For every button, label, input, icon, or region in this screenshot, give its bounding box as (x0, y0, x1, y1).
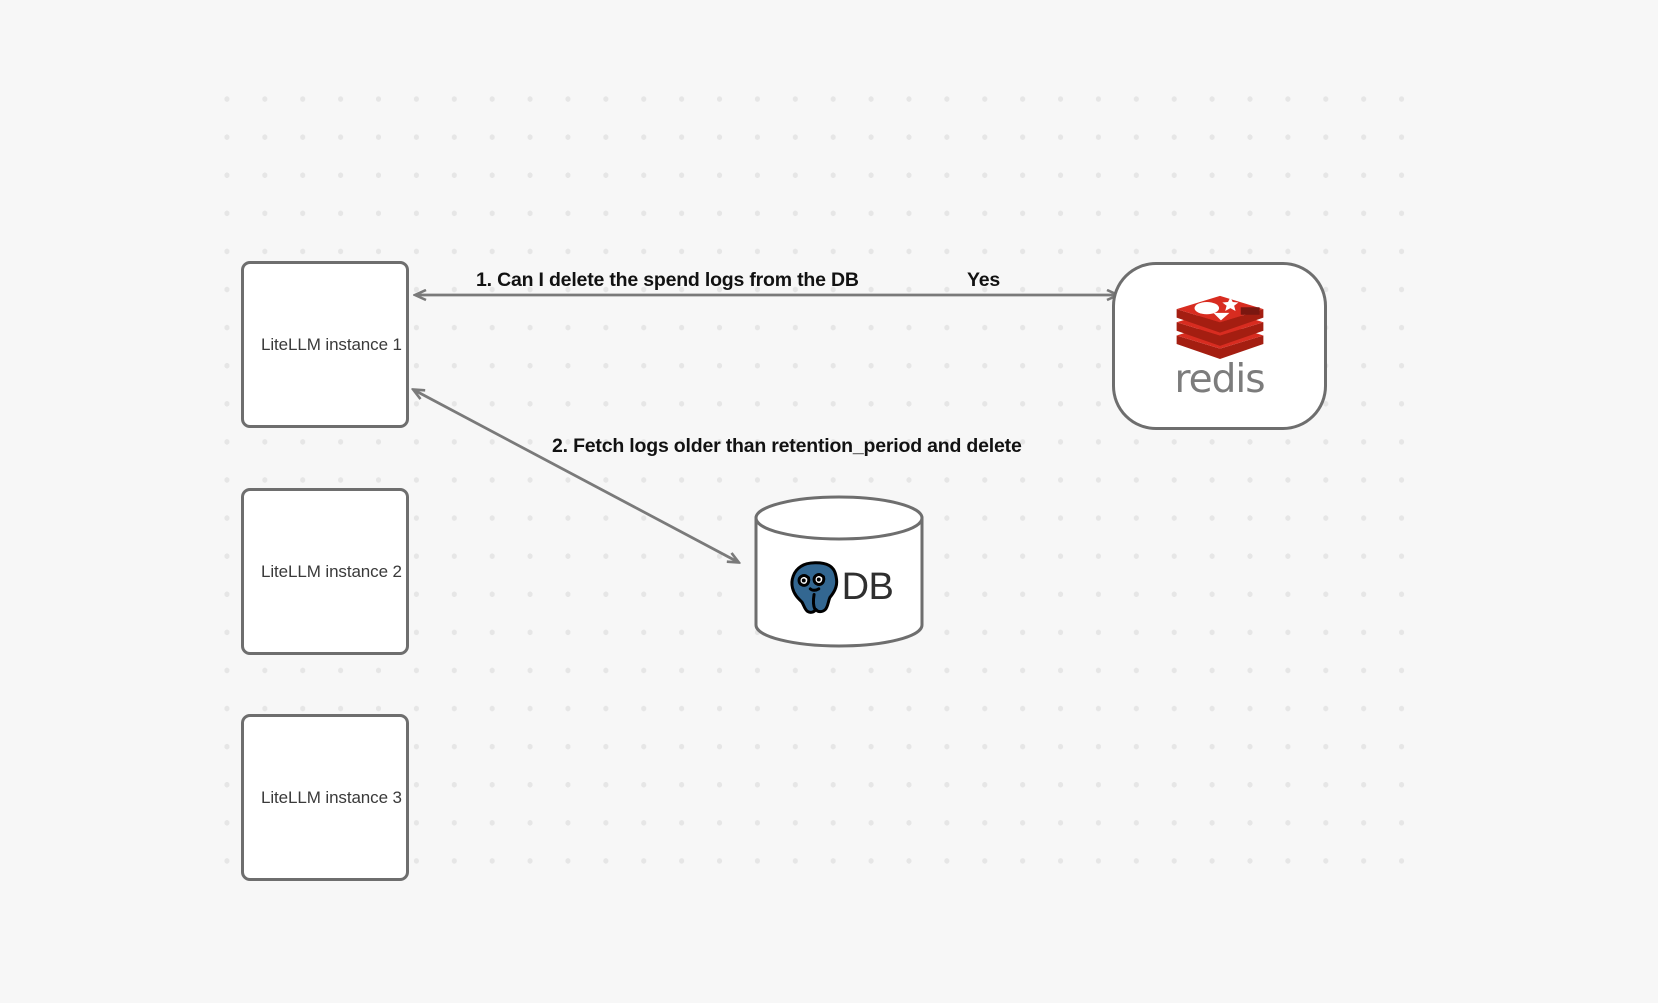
database-label: DB (841, 565, 894, 608)
redis-wordmark: redis (1174, 356, 1265, 402)
node-litellm-instance-3-label: LiteLLM instance 3 (261, 787, 402, 807)
edge-label-fetch-delete: 2. Fetch logs older than retention_perio… (552, 435, 1022, 457)
database-content: DB (753, 495, 925, 648)
node-redis[interactable]: redis (1112, 262, 1327, 430)
node-litellm-instance-1-label: LiteLLM instance 1 (261, 334, 402, 354)
edge-label-response: Yes (967, 269, 1001, 291)
database-cylinder-shape (754, 495, 924, 648)
redis-logo (1176, 295, 1263, 359)
postgresql-elephant-icon (790, 560, 838, 614)
node-litellm-instance-1[interactable]: LiteLLM instance 1 (241, 261, 409, 428)
node-litellm-instance-2-label: LiteLLM instance 2 (261, 561, 402, 581)
edge-label-request: 1. Can I delete the spend logs from the … (476, 269, 859, 291)
node-litellm-instance-3[interactable]: LiteLLM instance 3 (241, 714, 409, 881)
node-database[interactable]: DB (753, 495, 925, 648)
edge-litellm1-database (414, 390, 738, 562)
node-litellm-instance-2[interactable]: LiteLLM instance 2 (241, 488, 409, 655)
